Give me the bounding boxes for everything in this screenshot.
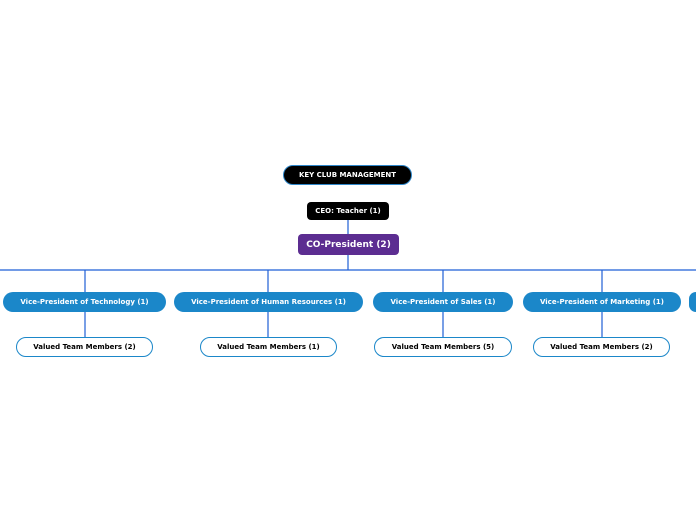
- root-title-node[interactable]: KEY CLUB MANAGEMENT: [283, 165, 412, 185]
- vp-sales-node[interactable]: Vice-President of Sales (1): [373, 292, 513, 312]
- team-marketing-node[interactable]: Valued Team Members (2): [533, 337, 670, 357]
- vp-technology-node[interactable]: Vice-President of Technology (1): [3, 292, 166, 312]
- vp-human-resources-node[interactable]: Vice-President of Human Resources (1): [174, 292, 363, 312]
- co-president-node[interactable]: CO-President (2): [298, 234, 399, 255]
- team-sales-node[interactable]: Valued Team Members (5): [374, 337, 512, 357]
- offscreen-vp-node-edge: [689, 292, 696, 312]
- ceo-node[interactable]: CEO: Teacher (1): [307, 202, 389, 220]
- team-human-resources-node[interactable]: Valued Team Members (1): [200, 337, 337, 357]
- vp-marketing-node[interactable]: Vice-President of Marketing (1): [523, 292, 681, 312]
- team-technology-node[interactable]: Valued Team Members (2): [16, 337, 153, 357]
